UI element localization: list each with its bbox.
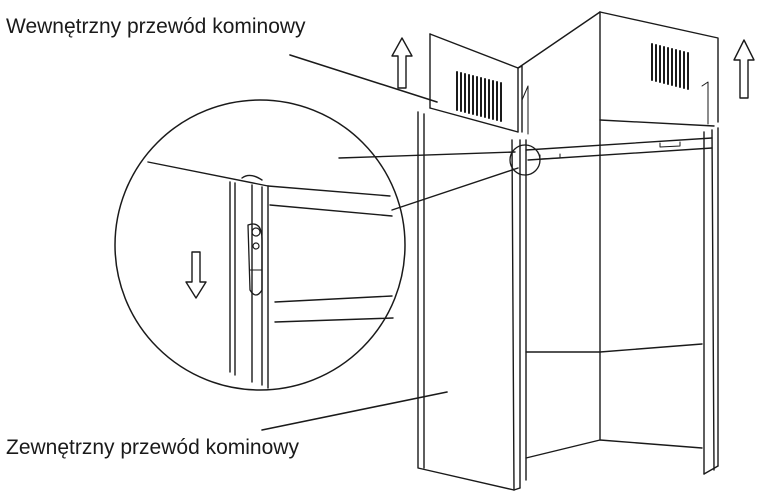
outer-duct-leader-line [261, 391, 448, 431]
outer-duct [417, 111, 719, 491]
outer-duct-label: Zewnętrzny przewód kominowy [6, 436, 299, 459]
inner-duct [429, 11, 719, 135]
arrow-up-icon [391, 37, 413, 89]
arrow-down-icon [185, 251, 207, 299]
detail-marker-circle [509, 144, 541, 176]
detail-leader-lower [391, 167, 519, 211]
arrow-up-icon [733, 39, 755, 99]
vent-slots-icon [456, 43, 689, 122]
inner-duct-label: Wewnętrzny przewód kominowy [6, 15, 306, 38]
inner-duct-leader-line [289, 54, 438, 103]
magnified-detail [114, 99, 406, 391]
detail-leader-upper [338, 151, 516, 159]
